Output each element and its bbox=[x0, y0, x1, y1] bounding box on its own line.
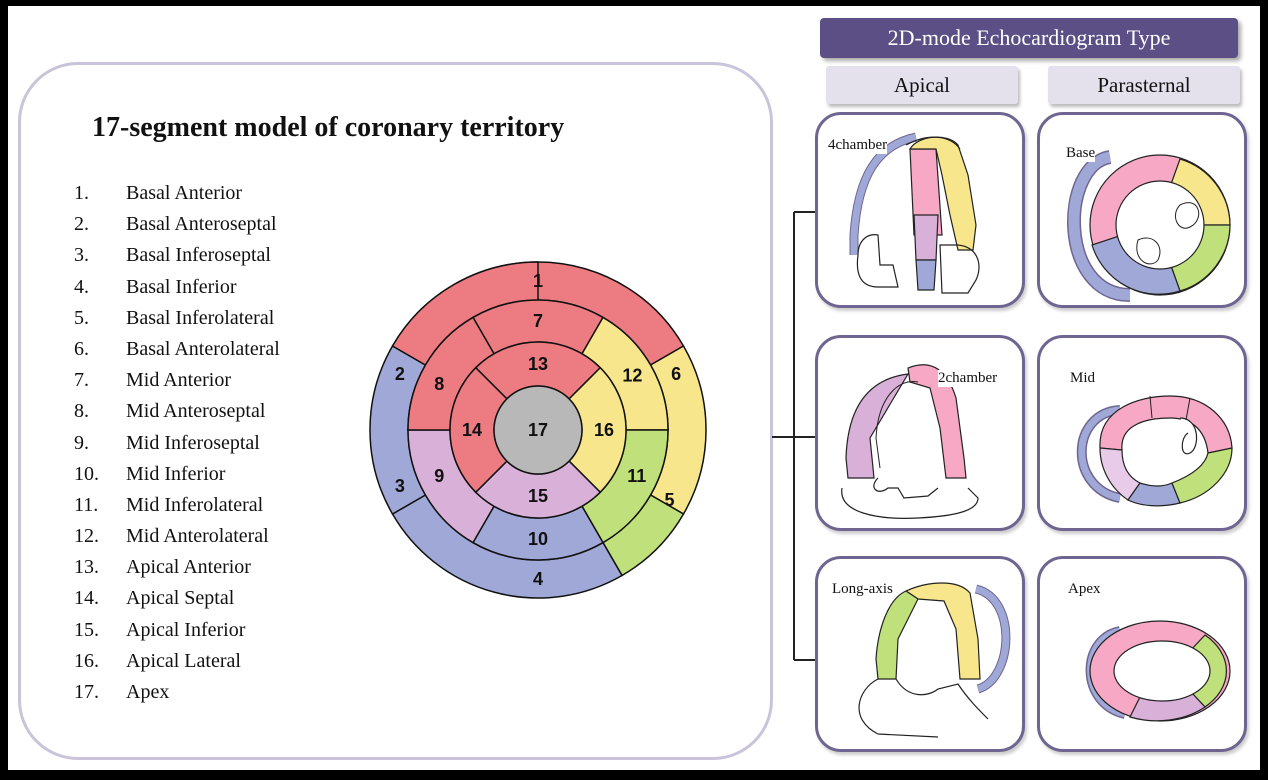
view-label-apex: Apex bbox=[1068, 581, 1101, 598]
view-label-mid: Mid bbox=[1070, 370, 1095, 387]
segment-name: Basal Inferior bbox=[126, 276, 237, 298]
view-label-long-axis: Long-axis bbox=[832, 581, 893, 598]
segment-list-item: 6.Basal Anterolateral bbox=[74, 338, 280, 369]
segment-number: 9. bbox=[74, 432, 126, 455]
segment-number: 5. bbox=[74, 307, 126, 330]
segment-name: Apical Lateral bbox=[126, 650, 241, 672]
segment-list-item: 11.Mid Inferolateral bbox=[74, 494, 280, 525]
view-label-2chamber: 2chamber bbox=[938, 370, 997, 387]
segment-number: 14. bbox=[74, 587, 126, 610]
segment-list-item: 16.Apical Lateral bbox=[74, 650, 280, 681]
segment-name: Basal Inferolateral bbox=[126, 307, 274, 329]
bullseye-label: 5 bbox=[665, 490, 675, 510]
mid-drawing bbox=[1040, 338, 1244, 528]
bullseye-label: 13 bbox=[528, 354, 548, 374]
segment-list-item: 7.Mid Anterior bbox=[74, 369, 280, 400]
bullseye-label: 3 bbox=[395, 476, 405, 496]
bullseye-label: 8 bbox=[434, 374, 444, 394]
segment-list-item: 12.Mid Anterolateral bbox=[74, 525, 280, 556]
bullseye-label: 7 bbox=[533, 311, 543, 331]
segment-name: Mid Anterolateral bbox=[126, 525, 269, 547]
bullseye-label: 16 bbox=[594, 420, 614, 440]
bullseye-label: 17 bbox=[528, 420, 548, 440]
segment-name: Apex bbox=[126, 681, 169, 703]
bullseye-label: 11 bbox=[627, 466, 646, 486]
segment-number: 4. bbox=[74, 276, 126, 299]
segment-list-item: 8.Mid Anteroseptal bbox=[74, 400, 280, 431]
segment-list-item: 17.Apex bbox=[74, 681, 280, 712]
segment-number: 11. bbox=[74, 494, 126, 517]
segment-name: Mid Anterior bbox=[126, 369, 231, 391]
segment-name: Mid Inferoseptal bbox=[126, 432, 260, 454]
model-title: 17-segment model of coronary territory bbox=[92, 112, 692, 144]
bullseye-label: 14 bbox=[462, 420, 482, 440]
segment-name: Basal Anterior bbox=[126, 182, 242, 204]
column-label-parasternal: Parasternal bbox=[1048, 66, 1240, 104]
bullseye-label: 12 bbox=[622, 366, 642, 386]
segment-name: Basal Inferoseptal bbox=[126, 244, 271, 266]
segment-list-item: 5.Basal Inferolateral bbox=[74, 307, 280, 338]
segment-number: 6. bbox=[74, 338, 126, 361]
segment-list-item: 10.Mid Inferior bbox=[74, 463, 280, 494]
bullseye-label: 1 bbox=[533, 271, 543, 291]
view-card-4chamber: 4chamber bbox=[815, 112, 1025, 308]
bullseye-label: 15 bbox=[528, 486, 548, 506]
bullseye-label: 6 bbox=[671, 364, 681, 384]
two-chamber-drawing bbox=[818, 338, 1022, 528]
view-card-mid: Mid bbox=[1037, 335, 1247, 531]
segment-name: Basal Anterolateral bbox=[126, 338, 280, 360]
segment-name: Apical Septal bbox=[126, 587, 234, 609]
segment-name: Mid Inferolateral bbox=[126, 494, 263, 516]
view-card-apex: Apex bbox=[1037, 556, 1247, 752]
view-label-base: Base bbox=[1066, 145, 1095, 162]
view-card-2chamber: 2chamber bbox=[815, 335, 1025, 531]
segment-name: Mid Anteroseptal bbox=[126, 400, 265, 422]
view-label-4chamber: 4chamber bbox=[828, 137, 887, 154]
segment-list-item: 9.Mid Inferoseptal bbox=[74, 432, 280, 463]
segment-number: 17. bbox=[74, 681, 126, 704]
view-card-base: Base bbox=[1037, 112, 1247, 308]
segment-name: Mid Inferior bbox=[126, 463, 225, 485]
segment-number: 8. bbox=[74, 400, 126, 423]
segment-list-item: 13.Apical Anterior bbox=[74, 556, 280, 587]
segment-number: 16. bbox=[74, 650, 126, 673]
segment-number: 15. bbox=[74, 619, 126, 642]
segment-number: 12. bbox=[74, 525, 126, 548]
view-card-long-axis: Long-axis bbox=[815, 556, 1025, 752]
segment-list-item: 1.Basal Anterior bbox=[74, 182, 280, 213]
segment-number: 13. bbox=[74, 556, 126, 579]
segment-name: Basal Anteroseptal bbox=[126, 213, 277, 235]
segment-number: 2. bbox=[74, 213, 126, 236]
bullseye-label: 10 bbox=[528, 529, 548, 549]
segment-list-item: 14.Apical Septal bbox=[74, 587, 280, 618]
column-label-apical: Apical bbox=[826, 66, 1018, 104]
echo-type-header: 2D-mode Echocardiogram Type bbox=[820, 18, 1238, 58]
bullseye-label: 4 bbox=[533, 569, 543, 589]
segment-number: 7. bbox=[74, 369, 126, 392]
segment-number: 10. bbox=[74, 463, 126, 486]
segment-list-item: 2.Basal Anteroseptal bbox=[74, 213, 280, 244]
segment-name: Apical Anterior bbox=[126, 556, 251, 578]
base-drawing bbox=[1040, 115, 1244, 305]
bullseye-label: 9 bbox=[434, 466, 444, 486]
segment-list-item: 3.Basal Inferoseptal bbox=[74, 244, 280, 275]
segment-name: Apical Inferior bbox=[126, 619, 245, 641]
segment-number: 1. bbox=[74, 182, 126, 205]
bullseye-label: 2 bbox=[395, 364, 405, 384]
segment-list-item: 15.Apical Inferior bbox=[74, 619, 280, 650]
segment-number: 3. bbox=[74, 244, 126, 267]
segment-list-item: 4.Basal Inferior bbox=[74, 276, 280, 307]
